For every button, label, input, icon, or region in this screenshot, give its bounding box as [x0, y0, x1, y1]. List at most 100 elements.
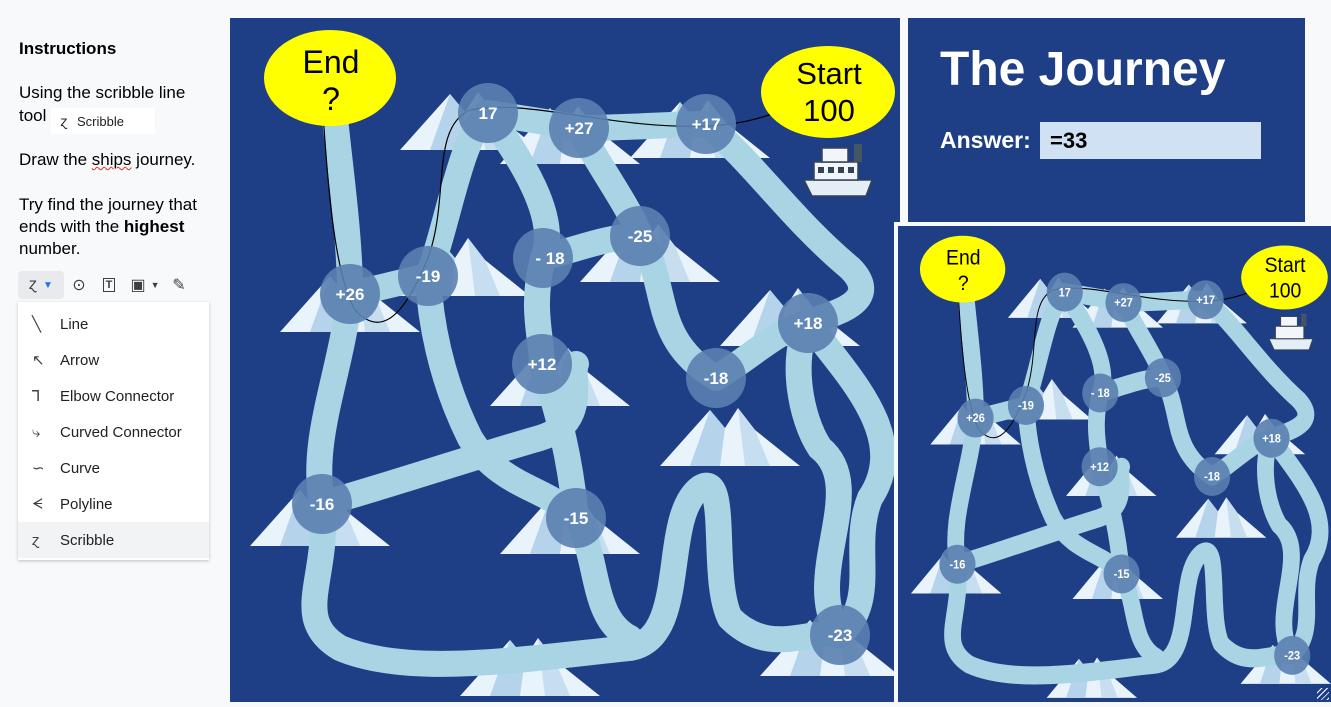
answer-field[interactable]: =33	[1040, 122, 1261, 159]
scribble-chip-label: Scribble	[77, 113, 124, 129]
menu-item-label: Curved Connector	[60, 423, 182, 441]
instructions-line1: Using the scribble line	[19, 83, 186, 102]
scribble-chip: ɀ Scribble	[51, 108, 155, 134]
draw-text-pre: Draw the	[19, 150, 92, 169]
preview-node-label: -15	[1114, 569, 1130, 581]
instructions-panel: Instructions Using the scribble line too…	[0, 0, 229, 702]
image-icon: ▣	[130, 277, 146, 294]
start-bubble[interactable]	[761, 46, 895, 138]
menu-item-label: Scribble	[60, 531, 115, 549]
node-circle[interactable]	[676, 94, 736, 154]
preview-map: 17 +27 +17 -25 - 18 -19 +26 +18 +12 -18 …	[910, 235, 1331, 698]
end-question: ?	[322, 81, 340, 117]
polyline-icon: ᗕ	[32, 495, 43, 513]
preview-node-label: -23	[1284, 650, 1300, 662]
instructions-try2: ends with the highest	[19, 216, 224, 238]
menu-item-label: Polyline	[60, 495, 113, 513]
try-text-pre: ends with the	[19, 217, 124, 236]
menu-item-label: Elbow Connector	[60, 387, 175, 405]
scribble-icon: ɀ	[32, 531, 40, 549]
node-circle[interactable]	[398, 246, 458, 306]
draw-text-post: journey.	[131, 150, 196, 169]
resize-handle-icon[interactable]	[1317, 688, 1329, 700]
scribble-icon: ɀ	[60, 113, 68, 129]
shape-icon: ⊙	[72, 277, 86, 294]
preview-node-label: +18	[1262, 433, 1281, 445]
draw-text-ships: ships	[91, 150, 132, 169]
image-button[interactable]: ▣▼	[124, 271, 166, 299]
node-circle[interactable]	[610, 206, 670, 266]
node-label: -23	[828, 626, 853, 645]
node-circle[interactable]	[458, 83, 518, 143]
journey-map: 17 +27 +17 -25 - 18 -19 +26 +18 +12 -18 …	[250, 30, 900, 696]
menu-item-line[interactable]: ╲ Line	[18, 306, 209, 342]
drawing-toolbar: ɀ ▼ ⊙ T ▣▼ ✎	[18, 270, 209, 300]
preview-end-question: ?	[958, 272, 969, 295]
preview-start-bubble	[1241, 245, 1328, 310]
node-circle[interactable]	[686, 348, 746, 408]
node-label: +12	[528, 355, 557, 374]
elbow-connector-icon: ⅂	[32, 388, 41, 405]
chevron-down-icon: ▼	[150, 280, 160, 290]
node-circle[interactable]	[810, 605, 870, 665]
line-icon: ╲	[32, 316, 42, 333]
curved-connector-icon: ⤷	[32, 423, 41, 441]
shape-tool-button[interactable]: ⊙	[64, 271, 94, 299]
node-label: -25	[628, 227, 653, 246]
node-label: +26	[336, 285, 365, 304]
preview-start-label: Start	[1265, 254, 1306, 277]
node-label: +18	[794, 314, 823, 333]
answer-label: Answer:	[940, 127, 1031, 153]
menu-item-curve[interactable]: ∽ Curve	[18, 450, 209, 486]
menu-item-label: Line	[60, 315, 89, 333]
preview-node-label: -18	[1204, 471, 1220, 483]
node-circle[interactable]	[549, 98, 609, 158]
node-label: +27	[565, 119, 594, 138]
curve-icon: ∽	[32, 460, 45, 477]
iceberg	[660, 408, 800, 466]
slide-preview[interactable]: 17 +27 +17 -25 - 18 -19 +26 +18 +12 -18 …	[894, 222, 1331, 702]
line-tool-button[interactable]: ɀ ▼	[18, 271, 64, 299]
instructions-draw: Draw the ships journey.	[19, 149, 224, 171]
end-bubble[interactable]	[264, 30, 396, 126]
instructions-line2: tool	[19, 106, 47, 125]
scribble-icon: ɀ	[29, 276, 38, 293]
instructions-title: Instructions	[19, 39, 117, 58]
preview-ship-icon	[1268, 313, 1314, 351]
chevron-down-icon: ▼	[43, 279, 53, 291]
start-value: 100	[803, 93, 855, 128]
instructions-try3: number.	[19, 239, 81, 258]
preview-node-label: +12	[1090, 462, 1109, 474]
preview-start-value: 100	[1269, 280, 1301, 303]
node-circle[interactable]	[292, 474, 352, 534]
preview-node-label: -19	[1018, 400, 1034, 412]
title-panel: The Journey Answer: =33	[908, 20, 1305, 220]
text-box-icon: T	[102, 278, 116, 292]
node-circle[interactable]	[320, 264, 380, 324]
instructions-try1: Try find the journey that	[19, 195, 197, 214]
node-circle[interactable]	[778, 293, 838, 353]
menu-item-curved-connector[interactable]: ⤷ Curved Connector	[18, 414, 209, 450]
start-label: Start	[796, 56, 862, 91]
menu-item-arrow[interactable]: ↖Arrow	[18, 342, 209, 378]
node-label: - 18	[535, 249, 564, 268]
node-label: -18	[704, 369, 729, 388]
line-type-menu: ╲ Line ↖Arrow ⅂ Elbow Connector ⤷ Curved Co…	[18, 302, 209, 560]
node-circle[interactable]	[546, 488, 606, 548]
pen-button[interactable]: ✎	[166, 271, 192, 299]
menu-item-elbow-connector[interactable]: ⅂ Elbow Connector	[18, 378, 209, 414]
node-circle[interactable]	[513, 228, 573, 288]
text-box-button[interactable]: T	[94, 271, 124, 299]
preview-node-label: +17	[1196, 295, 1215, 307]
pen-icon: ✎	[172, 277, 186, 294]
preview-end-label: End	[946, 247, 980, 270]
node-circle[interactable]	[512, 334, 572, 394]
node-label: -15	[564, 509, 589, 528]
preview-node-label: 17	[1059, 287, 1071, 299]
preview-node-label: -25	[1155, 373, 1171, 385]
menu-item-polyline[interactable]: ᗕ Polyline	[18, 486, 209, 522]
preview-node-label: - 18	[1091, 388, 1110, 400]
menu-item-label: Curve	[60, 459, 101, 477]
menu-item-label: Arrow	[60, 351, 100, 369]
menu-item-scribble[interactable]: ɀ Scribble	[18, 522, 209, 558]
